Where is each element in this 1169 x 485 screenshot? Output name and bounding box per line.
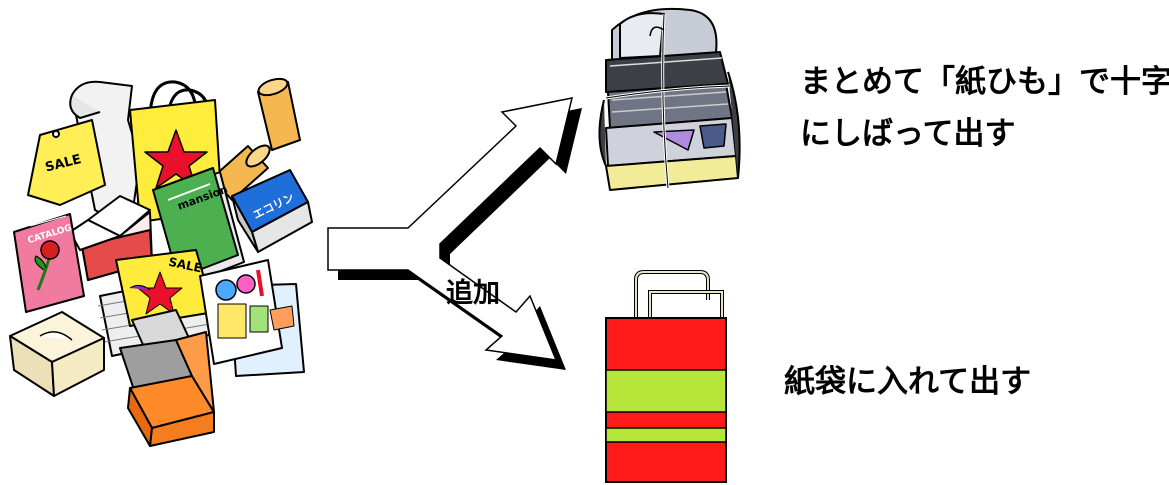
paper-bag <box>605 270 727 483</box>
catalog: CATALOG <box>13 213 85 313</box>
paper-tube <box>211 77 301 201</box>
sale-flyer: SALE <box>115 249 215 327</box>
bundle-instruction-line2: にしばって出す <box>800 116 1016 152</box>
add-label: 追加 <box>446 278 500 309</box>
tissue-box <box>9 311 105 397</box>
color-poster <box>199 259 305 377</box>
blue-box: エコリン <box>231 169 313 253</box>
branching-arrow <box>327 97 582 370</box>
bundle-instruction: まとめて「紙ひも」で十字 にしばって出す <box>800 56 1169 160</box>
sale-tag: SALE <box>27 119 106 206</box>
flyer-text: SALE <box>167 255 203 276</box>
tied-paper-bundle <box>598 7 741 191</box>
bundle-instruction-line1: まとめて「紙ひも」で十字 <box>800 64 1169 100</box>
bag-instruction: 紙袋に入れて出す <box>784 364 1032 400</box>
orange-box <box>119 309 215 447</box>
paper-waste-pile: SALE mansion エコリン <box>9 77 313 447</box>
